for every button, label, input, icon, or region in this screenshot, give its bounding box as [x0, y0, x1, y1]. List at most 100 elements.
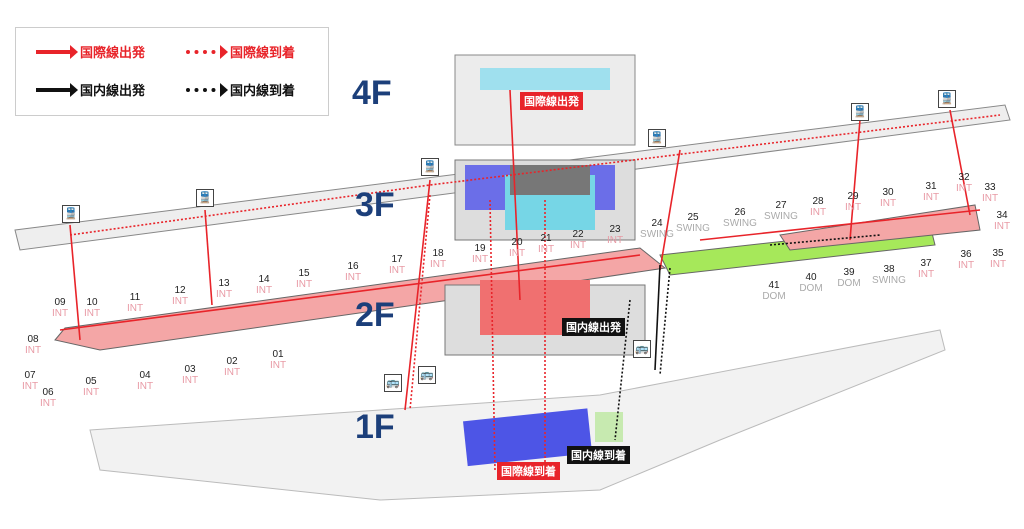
- gate-number: 39: [843, 267, 855, 278]
- gate-number: 14: [258, 274, 270, 285]
- gate-number: 40: [805, 272, 817, 283]
- tag-intl-arrival: 国際線到着: [497, 462, 560, 480]
- dotted-arrow-icon: [186, 44, 228, 59]
- gate-type: INT: [269, 360, 287, 371]
- gate-number: 11: [129, 292, 141, 303]
- gate-number: 38: [883, 264, 895, 275]
- gate-number: 13: [218, 278, 230, 289]
- gate-type: SWING: [640, 229, 674, 240]
- floor-label-2f: 2F: [355, 296, 395, 334]
- dom-arrival-hall: [595, 412, 623, 442]
- legend-intl-departure: 国際線出発: [36, 42, 145, 61]
- train-icon: 🚆: [62, 205, 80, 223]
- gate-number: 34: [996, 210, 1008, 221]
- gate-number: 35: [992, 248, 1004, 259]
- gate-number: 28: [812, 196, 824, 207]
- gate-number: 37: [920, 258, 932, 269]
- legend-label: 国内線出発: [80, 83, 146, 98]
- gate-number: 21: [540, 233, 552, 244]
- gate-type: INT: [344, 272, 362, 283]
- tag-intl-departure: 国際線出発: [520, 92, 583, 110]
- gate-type: DOM: [837, 278, 861, 289]
- gate-number: 29: [847, 191, 859, 202]
- train-icon: 🚆: [648, 129, 666, 147]
- gate-type: INT: [981, 193, 999, 204]
- legend-label: 国際線出発: [80, 45, 146, 60]
- intl-departure-hall-4f: [480, 68, 610, 90]
- gate-type: INT: [429, 259, 447, 270]
- legend-dom-arrival: 国内線到着: [186, 80, 295, 99]
- bus-icon: 🚌: [418, 366, 436, 384]
- tag-dom-departure: 国内線出発: [562, 318, 625, 336]
- gate-type: INT: [82, 387, 100, 398]
- gate-type: INT: [879, 198, 897, 209]
- legend-intl-arrival: 国際線到着: [186, 42, 295, 61]
- legend-label: 国内線到着: [230, 83, 296, 98]
- gate-type: INT: [39, 398, 57, 409]
- gate-type: INT: [51, 308, 69, 319]
- gate-type: INT: [171, 296, 189, 307]
- legend: 国際線出発 国際線到着 国内線出発 国内線到着: [15, 27, 329, 116]
- floor-label-3f: 3F: [355, 186, 395, 224]
- solid-arrow-icon: [36, 82, 78, 97]
- gate-type: INT: [181, 375, 199, 386]
- gate-type: INT: [295, 279, 313, 290]
- gate-type: INT: [21, 381, 39, 392]
- gate-number: 36: [960, 249, 972, 260]
- gate-type: INT: [136, 381, 154, 392]
- intl-arrival-hall: [463, 408, 593, 467]
- bus-icon: 🚌: [633, 340, 651, 358]
- dom-routes: [614, 234, 881, 441]
- gate-type: SWING: [723, 218, 757, 229]
- gate-number: 22: [572, 229, 584, 240]
- floor-1f-outline: [89, 329, 946, 501]
- floor-label-1f: 1F: [355, 408, 395, 446]
- intl-arrival-routes: [69, 114, 1001, 471]
- gate-type: INT: [957, 260, 975, 271]
- train-icon: 🚆: [938, 90, 956, 108]
- floor-label-4f: 4F: [352, 74, 392, 112]
- gate-number: 41: [768, 280, 780, 291]
- gate-type: INT: [126, 303, 144, 314]
- gate-type: SWING: [764, 211, 798, 222]
- gate-type: INT: [255, 285, 273, 296]
- gate-number: 02: [226, 356, 238, 367]
- gate-type: INT: [844, 202, 862, 213]
- gate-number: 18: [432, 248, 444, 259]
- gate-number: 30: [882, 187, 894, 198]
- gate-number: 26: [734, 207, 746, 218]
- legend-dom-departure: 国内線出発: [36, 80, 145, 99]
- gate-number: 08: [27, 334, 39, 345]
- train-icon: 🚆: [196, 189, 214, 207]
- gate-number: 25: [687, 212, 699, 223]
- gate-type: INT: [223, 367, 241, 378]
- gate-type: INT: [388, 265, 406, 276]
- gate-number: 04: [139, 370, 151, 381]
- gate-type: SWING: [872, 275, 906, 286]
- dotted-arrow-icon: [186, 82, 228, 97]
- gate-type: SWING: [676, 223, 710, 234]
